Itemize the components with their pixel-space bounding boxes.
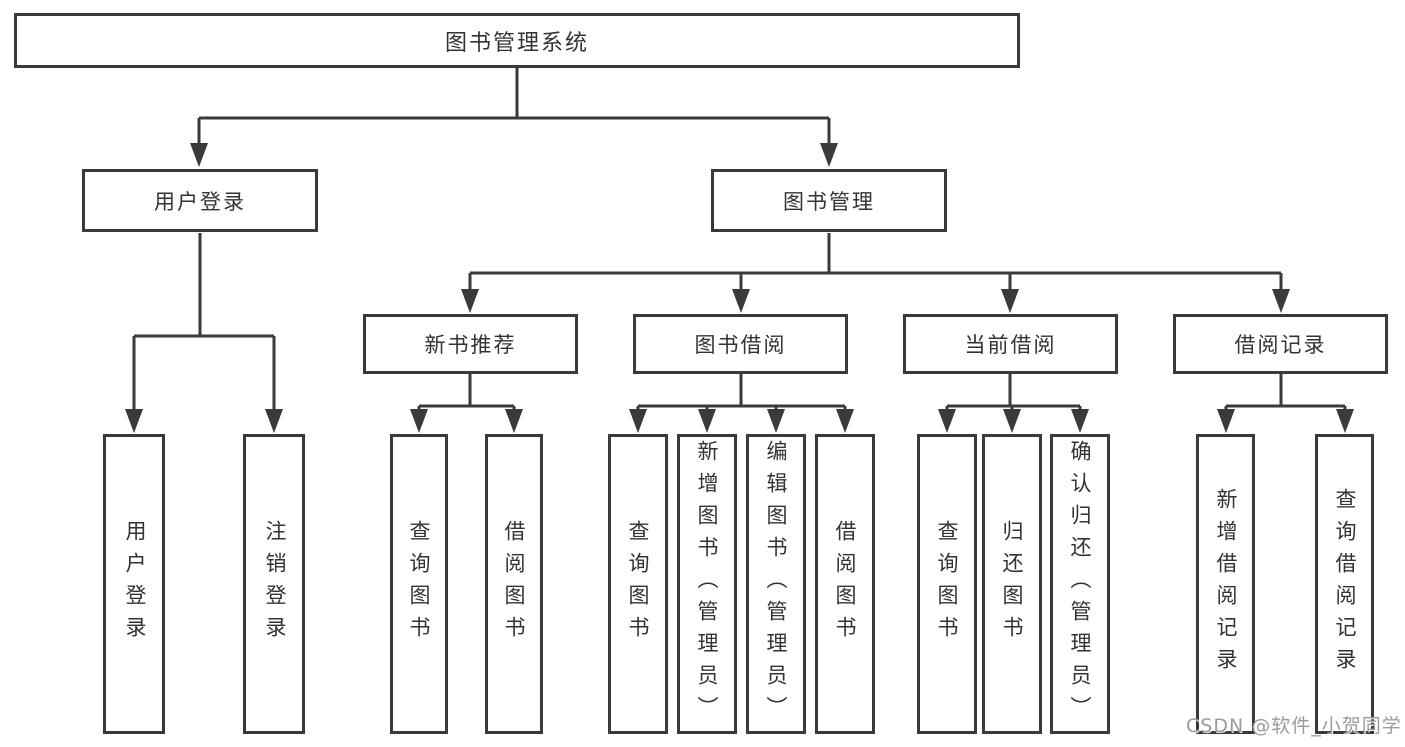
- node-borrowing-records: 借阅记录: [1173, 314, 1388, 374]
- leaf-edit-book-admin: 编辑图书（管理员）: [746, 434, 806, 734]
- node-current-borrowing: 当前借阅: [903, 314, 1118, 374]
- leaf-query-borrow-record: 查询借阅记录: [1315, 434, 1374, 734]
- watermark: CSDN @软件_小贺同学: [1186, 715, 1402, 737]
- node-book-management: 图书管理: [711, 169, 947, 232]
- leaf-add-borrow-record: 新增借阅记录: [1196, 434, 1255, 734]
- leaf-query-books-current: 查询图书: [917, 434, 977, 734]
- node-new-book-recommend: 新书推荐: [363, 314, 578, 374]
- leaf-add-book-admin: 新增图书（管理员）: [677, 434, 737, 734]
- leaf-user-login: 用户登录: [103, 434, 165, 734]
- node-library-management-system: 图书管理系统: [14, 13, 1020, 68]
- leaf-query-books-recommend: 查询图书: [390, 434, 448, 734]
- leaf-query-books-borrowing: 查询图书: [608, 434, 668, 734]
- leaf-logout: 注销登录: [243, 434, 305, 734]
- node-user-login: 用户登录: [82, 169, 318, 232]
- leaf-confirm-return-admin: 确认归还（管理员）: [1050, 434, 1110, 734]
- leaf-borrow-books-borrowing: 借阅图书: [815, 434, 875, 734]
- leaf-return-book: 归还图书: [982, 434, 1042, 734]
- leaf-borrow-books-recommend: 借阅图书: [485, 434, 543, 734]
- node-book-borrowing: 图书借阅: [633, 314, 848, 374]
